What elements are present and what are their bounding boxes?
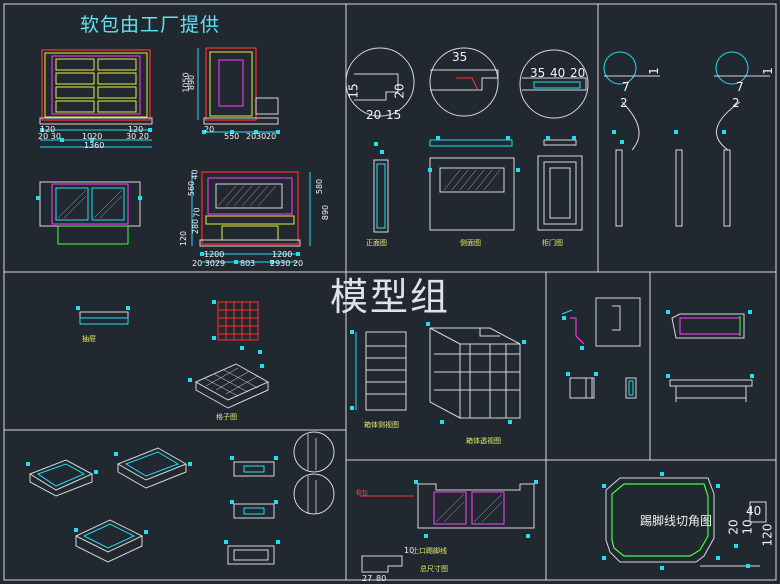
drawing-title: 软包由工厂提供 [80,14,221,36]
dim-plan-b: 40 [190,169,200,180]
dim-side-e: 20 [266,132,277,141]
marker-7-left: 7 [622,80,630,94]
caption-box: 箱体透视图 [466,437,501,445]
marker-2-left: 2 [620,96,628,110]
cabinet-front-elevation-2 [191,171,311,263]
caption-grid: 格子图 [216,413,237,421]
grid-box-isometric [194,363,270,409]
marker-symbols [603,51,770,227]
dim-bottom-27: 27 [362,574,373,583]
headboard-elevation [360,483,535,573]
grid-panel [217,301,259,341]
box-side-elevation [355,331,407,411]
dim-kick-120: 120 [760,523,775,547]
dim-detail-35: 35 [452,50,468,64]
dim-plan-d2: 280 [191,218,201,235]
dim-plan-height: 580 [315,178,325,195]
dim-detail-15a: 15 [386,108,402,122]
label-leather-red: 软包 [356,490,369,497]
label-bottom-total: 总尺寸图 [420,565,448,573]
dim-plan-w4: 2930 20 [270,259,304,268]
cabinet-front-view [39,49,153,148]
dim-detail-20: 20 [366,108,382,122]
marker-1-left: 1 [646,67,661,75]
detail-profiles [354,69,587,101]
dim-detail-15b: 15 [346,83,361,99]
dim-detail-40: 40 [550,66,566,80]
kickline-title: 踢脚线切角图 [640,514,713,528]
marker-1-right: 1 [760,67,775,75]
cabinet-plan-view [39,181,141,245]
dim-front-total-width: 1360 [84,141,105,150]
label-upper-kick: 上口踢脚线 [412,547,447,555]
dim-front-height-2: 890 [187,74,197,91]
dim-detail-20b: 20 [392,83,407,99]
caption-drawer: 抽屉 [82,335,96,343]
dim-plan-w5: 1200 [272,250,293,259]
sheet-frames [3,3,777,581]
dim-kick-40: 40 [746,504,762,518]
dim-front-main-width: 1020 [82,132,103,141]
dim-plan-e: 70 [192,207,202,218]
dim-front-base-left: 20 30 [38,132,61,141]
dim-side-a: 20 [204,125,215,134]
caption-front: 正面图 [366,239,387,247]
bench-elevations [669,313,753,402]
dim-plan-depth: 890 [321,204,331,221]
tray-small [79,311,129,325]
caption-side: 侧面图 [460,239,481,247]
dim-side-d: 30 [256,132,267,141]
caption-box-side: 箱体侧视图 [364,421,399,429]
trays-bottom [28,431,335,565]
dim-bottom-10: 10 [404,546,415,555]
dim-kick-10: 10 [740,519,755,535]
dim-side-c: 20 [246,132,257,141]
dim-plan-w1: 1200 [204,250,225,259]
marker-7-right: 7 [736,80,744,94]
dim-front-side-left: 120 [40,125,56,134]
caption-door: 柜门图 [542,239,563,247]
dimension-markers [26,128,754,570]
cabinet-side-view [197,47,279,133]
dim-bottom-80: 80 [376,574,387,583]
box-perspective [429,327,521,419]
dim-detail-20c: 20 [570,66,586,80]
watermark-text: 模型组 [330,275,451,319]
dim-side-b: 550 [224,132,240,141]
dim-front-side-right: 120 [128,125,144,134]
dim-kick-20: 20 [726,519,741,535]
dim-plan-c: 120 [179,230,189,247]
dim-detail-35b: 35 [530,66,546,80]
door-elevations [373,139,583,233]
dim-plan-w2: 803 [240,259,256,268]
dim-front-base-right: 30 20 [126,132,149,141]
dim-plan-a: 560 [187,180,197,197]
detail-circles [345,47,589,119]
hinge-details [561,297,641,399]
marker-2-right: 2 [732,96,740,110]
dim-plan-w3: 20 3029 [192,259,226,268]
